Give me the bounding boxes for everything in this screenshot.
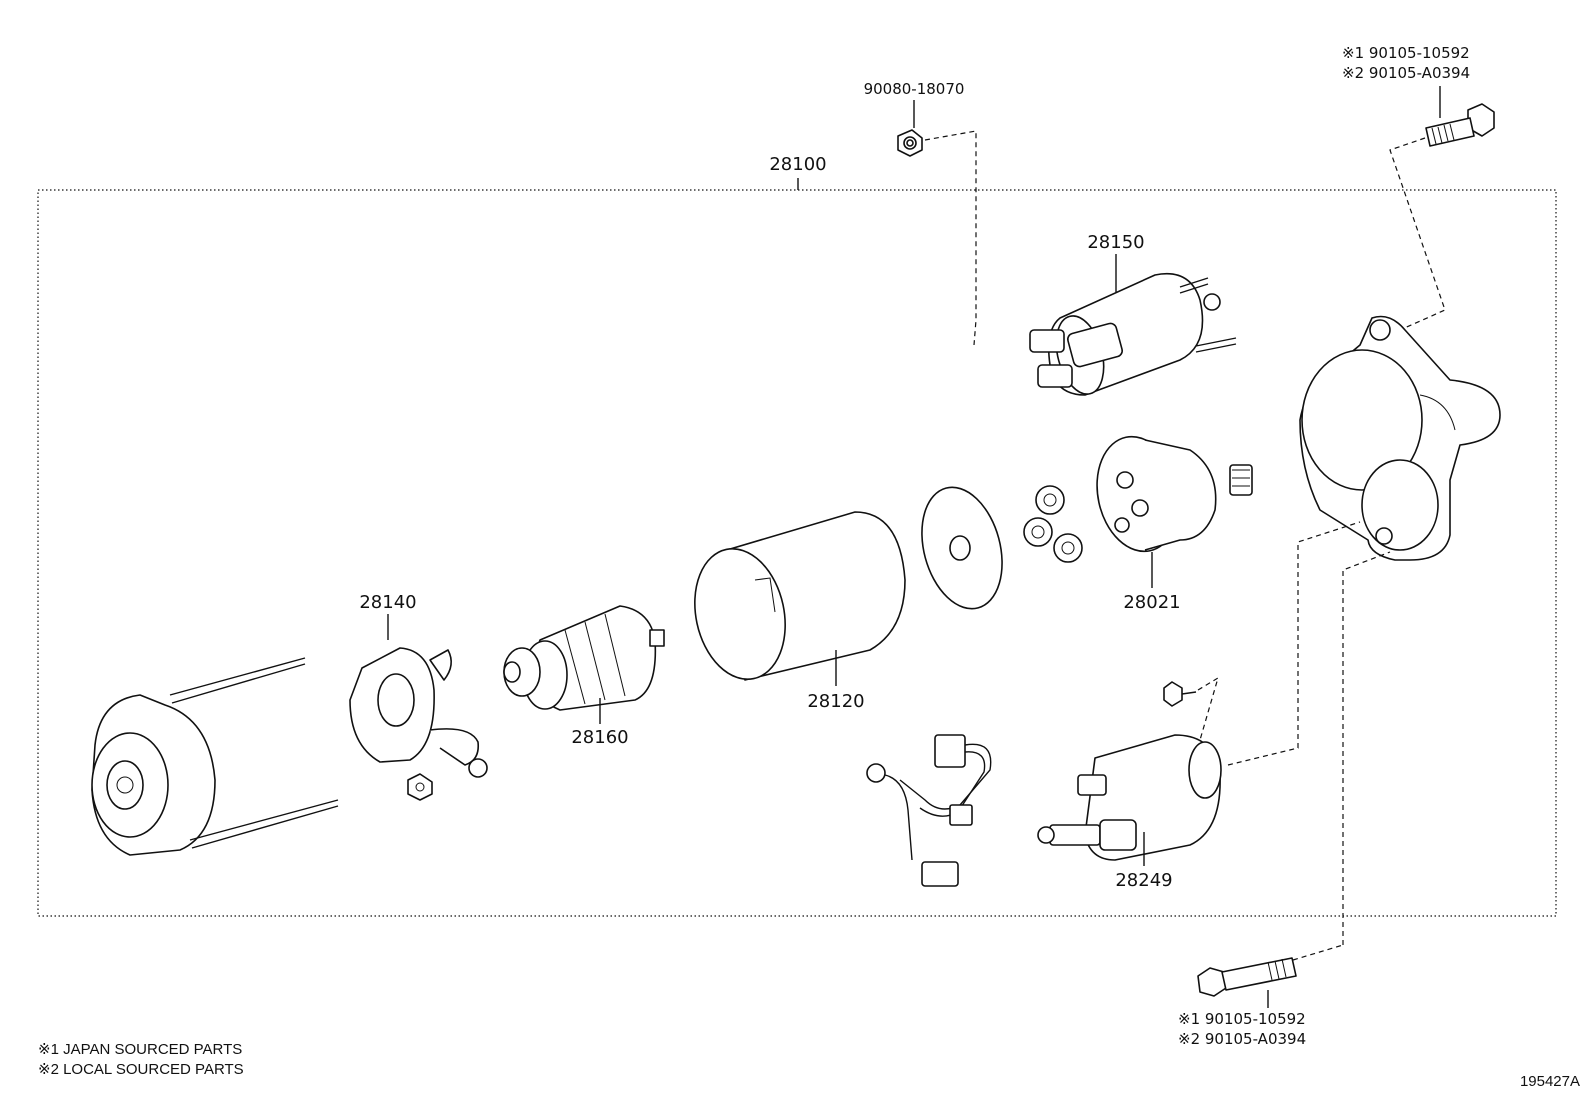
label-28160[interactable]: 28160 xyxy=(571,727,628,748)
label-90080-18070[interactable]: 90080-18070 xyxy=(864,80,965,98)
note-local: ※2 LOCAL SOURCED PARTS xyxy=(38,1061,244,1078)
label-28249[interactable]: 28249 xyxy=(1115,870,1172,891)
label-bolt-top-1[interactable]: ※1 90105-10592 xyxy=(1342,44,1470,62)
plate-part xyxy=(921,486,1003,610)
label-28021[interactable]: 28021 xyxy=(1123,592,1180,613)
planet-gears-part xyxy=(1023,485,1083,563)
label-28100[interactable]: 28100 xyxy=(769,154,826,175)
drive-housing-part xyxy=(1299,315,1501,561)
end-frame-part xyxy=(91,657,339,856)
magnet-switch-part xyxy=(1037,734,1222,861)
figure-code: 195427A xyxy=(1520,1073,1580,1090)
label-28120[interactable]: 28120 xyxy=(807,691,864,712)
label-bolt-bottom-1[interactable]: ※1 90105-10592 xyxy=(1178,1010,1306,1028)
armature-part xyxy=(503,605,665,711)
brush-holder-part xyxy=(349,647,488,801)
yoke-part xyxy=(694,511,906,681)
bolt-top-part xyxy=(1425,103,1495,147)
assembly-boundary xyxy=(37,189,1557,917)
bolt-bottom-part xyxy=(1197,957,1297,997)
lead-wire-part xyxy=(866,734,992,887)
note-japan: ※1 JAPAN SOURCED PARTS xyxy=(38,1041,242,1058)
label-28140[interactable]: 28140 xyxy=(359,592,416,613)
label-28150[interactable]: 28150 xyxy=(1087,232,1144,253)
label-bolt-bottom-2[interactable]: ※2 90105-A0394 xyxy=(1178,1030,1306,1048)
solenoid-part xyxy=(1029,273,1237,396)
planetary-drive-part xyxy=(1096,435,1253,553)
screw-part xyxy=(1163,681,1197,707)
label-bolt-top-2[interactable]: ※2 90105-A0394 xyxy=(1342,64,1470,82)
nut-part xyxy=(897,129,923,157)
